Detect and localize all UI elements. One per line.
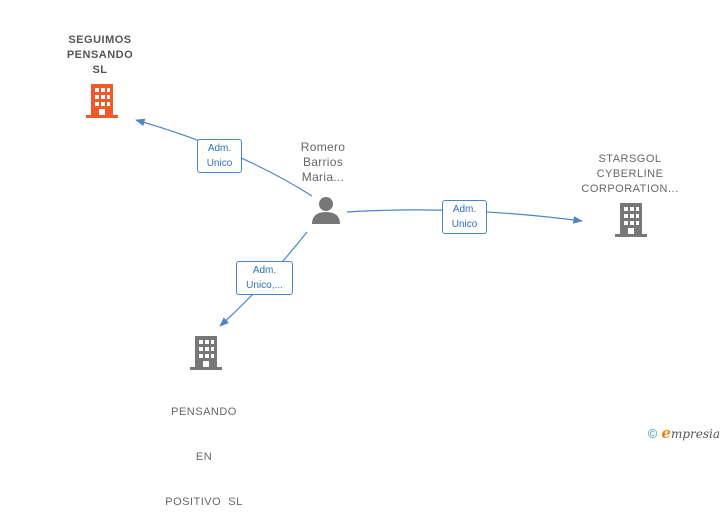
brand-logo: empresia (661, 424, 720, 442)
node-label-seguimos-pensando[interactable]: SEGUIMOS PENSANDO SL (66, 34, 134, 76)
building-icon[interactable] (615, 203, 647, 237)
building-icon[interactable] (190, 336, 222, 370)
relation-label-seguimos[interactable]: Adm. Unico (197, 139, 242, 173)
relation-label-pensando[interactable]: Adm. Unico,... (236, 261, 293, 295)
node-label-starsgol-cyberline[interactable]: STARSGOL CYBERLINE CORPORATION... (581, 153, 679, 195)
building-icon[interactable] (86, 84, 118, 118)
node-label-romero-barrios[interactable]: Romero Barrios Maria... (300, 140, 346, 184)
copyright-icon: © (647, 425, 658, 441)
relation-label-starsgol[interactable]: Adm. Unico (442, 200, 487, 234)
node-label-pensando-en-positivo[interactable]: PENSANDO EN POSITIVO SL (165, 406, 243, 508)
relationship-graph (86, 84, 647, 370)
empresia-watermark: © empresia (648, 424, 720, 442)
person-icon[interactable] (312, 197, 340, 224)
